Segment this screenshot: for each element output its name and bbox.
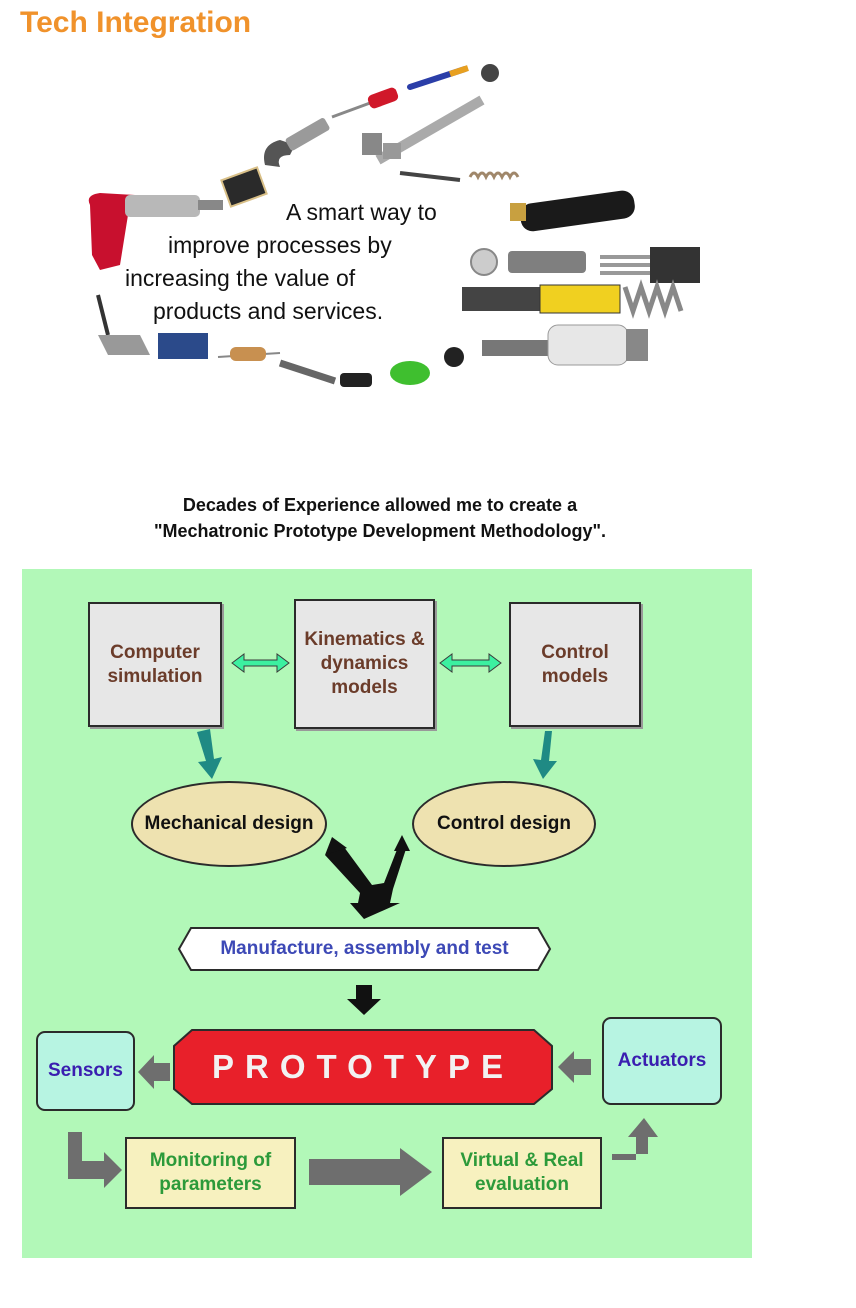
circuit-board-icon	[220, 166, 268, 208]
control-design-ellipse: Control design	[412, 781, 596, 867]
washer-icon	[470, 248, 498, 276]
evaluation-box: Virtual & Real evaluation	[442, 1137, 602, 1209]
air-screwdriver-icon	[88, 193, 223, 270]
tape-measure-icon	[539, 284, 621, 314]
transistor-icon	[600, 247, 700, 283]
worm-gear-icon	[622, 279, 684, 319]
slogan-line: products and services.	[153, 298, 384, 324]
double-arrow	[231, 653, 290, 673]
prototype-shape	[173, 1029, 553, 1105]
diode-icon	[399, 171, 461, 182]
green-mouse-icon	[390, 361, 430, 385]
monitoring-box: Monitoring of parameters	[125, 1137, 296, 1209]
mechanical-design-ellipse: Mechanical design	[131, 781, 327, 867]
screwdriver-icon	[331, 87, 399, 119]
slogan-line: A smart way to	[286, 199, 437, 225]
bolt-sensor-icon	[508, 251, 586, 273]
control-models-box: Control models	[509, 602, 641, 727]
display-board-icon	[158, 333, 208, 359]
resistor-icon	[217, 347, 281, 361]
grey-arrow	[309, 1148, 432, 1196]
teal-arrow	[197, 729, 222, 779]
manufacture-label: Manufacture, assembly and test	[220, 938, 509, 959]
sensors-box: Sensors	[36, 1031, 135, 1111]
grey-arrow	[138, 1055, 170, 1089]
intro-line: "Mechatronic Prototype Development Metho…	[153, 521, 607, 541]
grey-arrow	[612, 1118, 658, 1160]
grey-arrow	[68, 1132, 122, 1188]
nut-icon	[444, 347, 464, 367]
merge-arrow	[325, 835, 410, 919]
prototype-label: PROTOTYPE	[212, 1048, 514, 1085]
actuators-box: Actuators	[602, 1017, 722, 1105]
tools-collage	[70, 55, 720, 395]
methodology-diagram: Computer simulation Kinematics & dynamic…	[22, 569, 752, 1258]
double-arrow	[439, 653, 502, 673]
grey-arrow	[558, 1051, 591, 1083]
manufacture-shape	[177, 927, 552, 971]
spring-icon	[468, 171, 520, 181]
spark-plug-icon	[482, 324, 648, 366]
cable-icon	[278, 359, 337, 385]
wifi-antenna-icon	[96, 294, 150, 355]
diagram-arrows	[68, 653, 658, 1196]
intro-text: Decades of Experience allowed me to crea…	[0, 492, 760, 544]
connector-icon	[481, 64, 499, 82]
intro-line: Decades of Experience allowed me to crea…	[182, 495, 578, 515]
slogan-line: improve processes by	[168, 232, 392, 258]
caliper-icon	[362, 95, 485, 165]
micrometer-icon	[264, 118, 330, 167]
fitting-icon	[462, 287, 542, 311]
computer-simulation-box: Computer simulation	[88, 602, 222, 727]
kinematics-box: Kinematics & dynamics models	[294, 599, 435, 729]
motor-cylinder-icon	[510, 190, 635, 232]
down-arrow	[347, 985, 381, 1015]
teal-arrow	[533, 731, 557, 779]
page-title: Tech Integration	[20, 6, 252, 39]
slogan-line: increasing the value of	[125, 265, 356, 291]
